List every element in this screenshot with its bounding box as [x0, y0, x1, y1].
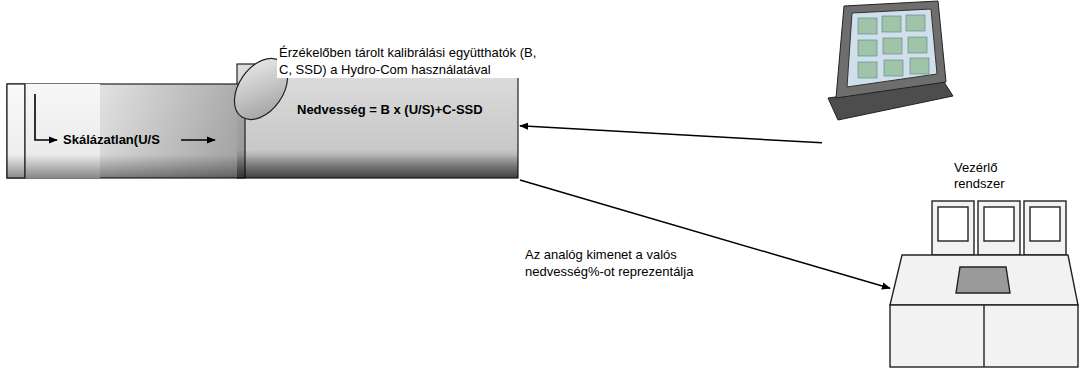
sensor-body: Nedvesség = B x (U/S)+C-SSD Skálázatlan(U…: [5, 62, 520, 180]
arrow-connector: [520, 126, 822, 143]
node-outline: [820, 0, 955, 145]
laptop-drawing: [828, 1, 953, 120]
control-console: Vezérlő rendszer: [890, 155, 1078, 370]
arrow-connector: [520, 180, 890, 288]
console-drawing: [890, 201, 1078, 367]
console-label: Vezérlő rendszer: [954, 160, 1036, 192]
formula-text: Nedvesség = B x (U/S)+C-SSD: [297, 102, 483, 118]
edge-label: Az analóg kimenet a valós nedvesség%-ot …: [523, 246, 731, 280]
laptop-computer: [820, 0, 955, 145]
edge-label: Érzékelőben tárolt kalibrálási együtthat…: [277, 44, 549, 78]
signal-label: Skálázatlan(U/S: [63, 132, 160, 148]
node-outline: [5, 62, 520, 180]
